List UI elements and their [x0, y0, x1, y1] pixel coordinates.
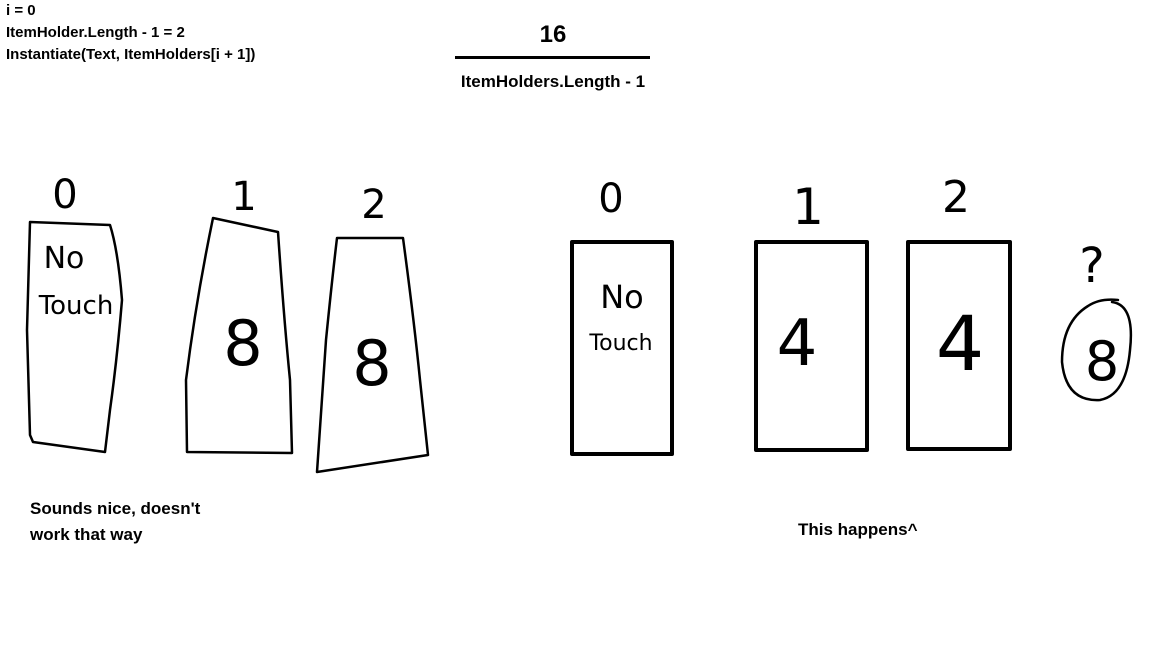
actual-holder-2-value: 4: [936, 299, 984, 388]
fraction-numerator: 16: [539, 21, 567, 48]
actual-holder-2-box: [906, 240, 1012, 451]
expected-holder-0-text-1: No: [44, 241, 85, 276]
fraction: 16 ItemHolders.Length - 1: [440, 20, 666, 91]
fraction-bar: [455, 56, 650, 59]
fraction-denominator: ItemHolders.Length - 1: [460, 72, 646, 91]
expected-index-0: 0: [52, 172, 77, 218]
caption-expected-line-2: work that way: [30, 525, 143, 544]
code-line-instantiate: Instantiate(Text, ItemHolders[i + 1]): [6, 46, 256, 63]
expected-holder-1: 1 8: [184, 174, 294, 455]
overflow-circle: [1060, 298, 1133, 402]
expected-holder-0-outline: [25, 220, 124, 454]
expected-index-1: 1: [231, 174, 256, 220]
actual-holder-0-box: [570, 240, 674, 456]
actual-holder-0-text-1: No: [600, 278, 644, 316]
actual-layout: 0 No Touch 1 4 2 4 ? 8: [570, 172, 1133, 456]
actual-holder-1: 1 4: [754, 178, 869, 452]
code-line-length: ItemHolder.Length - 1 = 2: [6, 24, 185, 41]
expected-holder-1-value: 8: [223, 307, 262, 380]
actual-index-2: 2: [942, 172, 970, 223]
caption-expected-line-1: Sounds nice, doesn't: [30, 499, 201, 518]
expected-holder-1-outline: [184, 216, 294, 455]
expected-holder-2: 2 8: [315, 182, 430, 474]
code-line-i: i = 0: [6, 2, 36, 19]
actual-holder-1-value: 4: [777, 307, 818, 381]
overflow-item: ? 8: [1060, 238, 1133, 402]
expected-holder-0-text-2: Touch: [38, 291, 114, 321]
expected-index-2: 2: [361, 182, 386, 228]
actual-index-1: 1: [792, 178, 824, 236]
actual-holder-2: 2 4: [906, 172, 1012, 451]
expected-holder-0: 0 No Touch: [25, 172, 124, 454]
actual-holder-1-box: [754, 240, 869, 452]
code-notes: i = 0 ItemHolder.Length - 1 = 2 Instanti…: [6, 0, 255, 66]
actual-holder-0-text-2: Touch: [588, 331, 652, 356]
question-mark: ?: [1079, 238, 1104, 294]
expected-holder-2-value: 8: [352, 327, 391, 400]
caption-expected: Sounds nice, doesn't work that way: [30, 496, 200, 548]
expected-layout: 0 No Touch 1 8 2 8: [25, 172, 430, 474]
caption-actual: This happens^: [798, 520, 918, 539]
expected-holder-2-outline: [315, 236, 430, 474]
actual-holder-0: 0 No Touch: [570, 176, 674, 456]
actual-index-0: 0: [598, 176, 623, 222]
overflow-value: 8: [1085, 330, 1119, 393]
